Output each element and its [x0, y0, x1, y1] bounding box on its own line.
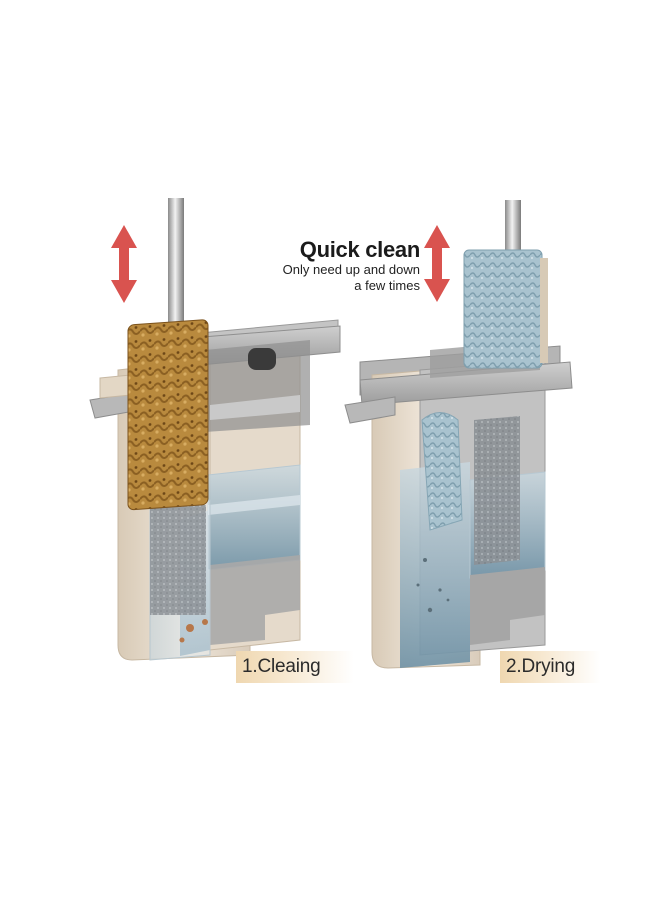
step-label-cleaning: 1.Cleaing: [236, 651, 360, 683]
quick-clean-subtitle-line1: Only need up and down: [282, 262, 420, 277]
dirty-mop-pad: [127, 319, 209, 511]
quick-clean-subtitle-line2: a few times: [354, 278, 420, 293]
quick-clean-callout: Quick clean Only need up and down a few …: [250, 237, 421, 294]
clean-mop-pad: [463, 249, 543, 369]
up-down-arrow-icon: [424, 225, 450, 302]
step-label-drying: 2.Drying: [500, 651, 606, 683]
up-down-arrow-icon: [111, 225, 137, 303]
quick-clean-title: Quick clean: [299, 237, 421, 262]
cleaning-bucket: [89, 198, 341, 661]
mop-pole: [168, 198, 184, 338]
mop-pole: [505, 200, 521, 260]
drying-bucket: [344, 200, 573, 669]
